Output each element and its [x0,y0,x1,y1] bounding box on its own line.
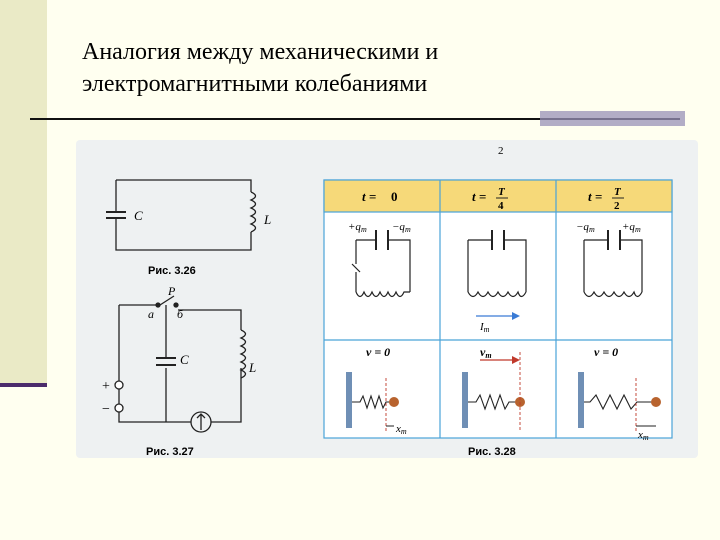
col1-displacement-label: xm [395,423,407,436]
title-line-2: электромагнитными колебаниями [82,71,428,97]
title-line-1: Аналогия между механическими и [82,39,439,65]
col1-mech-label: v = 0 [366,345,390,359]
fig26-cap-label: C [134,208,143,223]
col3-mech-label: v = 0 [594,345,618,359]
title-rule [30,118,680,120]
col2-time-den: 4 [498,200,504,212]
figure-scan: C L Рис. 3.26 P а б C L + − Рис. 3.27 t … [76,140,698,458]
fig27-contact-a: а [148,307,154,321]
col1-time-prefix: t = [362,189,376,204]
col2-time-prefix: t = [472,189,486,204]
top-fragment: 2 [498,145,504,157]
fig27-switch-label: P [167,284,176,298]
col3-charge-right: +qm [622,221,641,234]
col3-time-den: 2 [614,200,620,212]
switch-circuit [114,295,247,433]
col3-displacement-label: xm [637,429,649,442]
oscillation-table: t = 0 t = T 4 t = T 2 +qm −qm −qm [323,179,673,442]
fig27-minus: − [102,402,110,417]
col1-charge-right: −qm [392,221,411,234]
col1-time-value: 0 [391,189,398,204]
figure-svg: C L Рис. 3.26 P а б C L + − Рис. 3.27 t … [102,145,673,458]
left-decor-bar [0,383,47,387]
left-decor-strip [0,0,47,383]
fig27-plus: + [102,379,110,394]
col2-time-num: T [498,186,506,198]
fig26-ind-label: L [263,212,271,227]
fig28-caption: Рис. 3.28 [468,446,516,458]
col2-current-label: Im [479,321,490,334]
col3-time-num: T [614,186,622,198]
col1-charge-left: +qm [348,221,367,234]
fig26-caption: Рис. 3.26 [148,265,196,277]
fig27-cap-label: C [180,352,189,367]
table-header-band [323,179,673,213]
decor-box [540,111,685,126]
slide-title: Аналогия между механическими и электрома… [82,36,682,100]
col3-charge-left: −qm [576,221,595,234]
col2-mech-label: vm [480,345,492,360]
fig27-caption: Рис. 3.27 [146,446,194,458]
fig27-ind-label: L [248,360,256,375]
col3-time-prefix: t = [588,189,602,204]
fig27-contact-b: б [177,307,184,321]
lc-circuit [106,179,257,251]
